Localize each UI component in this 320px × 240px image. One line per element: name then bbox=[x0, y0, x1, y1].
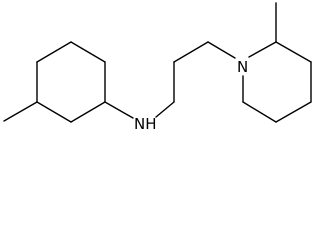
bond-methyl-cyclohexane bbox=[3, 101, 38, 122]
bond-ring1-a bbox=[36, 41, 72, 63]
nh-atom-label: NH bbox=[134, 115, 157, 133]
bond-ring2-c2-c3 bbox=[275, 41, 312, 63]
bond-chain-2 bbox=[173, 41, 209, 63]
bond-ring-to-nh bbox=[104, 101, 134, 119]
bond-ring2-c4-c5 bbox=[275, 101, 312, 123]
bond-ring2-c5-c6 bbox=[242, 101, 277, 123]
bond-nh-to-chain bbox=[155, 101, 175, 118]
bond-ring1-d bbox=[70, 101, 106, 123]
bond-ring2-n-c2 bbox=[248, 41, 277, 58]
n-ring-atom-label: N bbox=[237, 58, 248, 76]
piperidine-ring bbox=[242, 41, 312, 123]
bond-ring1-b bbox=[70, 41, 106, 63]
molecule-structure-diagram: NH N bbox=[3, 2, 312, 133]
cyclohexane-ring bbox=[36, 41, 106, 123]
bond-chain-to-n bbox=[207, 41, 236, 59]
bond-ring1-e bbox=[36, 101, 72, 123]
